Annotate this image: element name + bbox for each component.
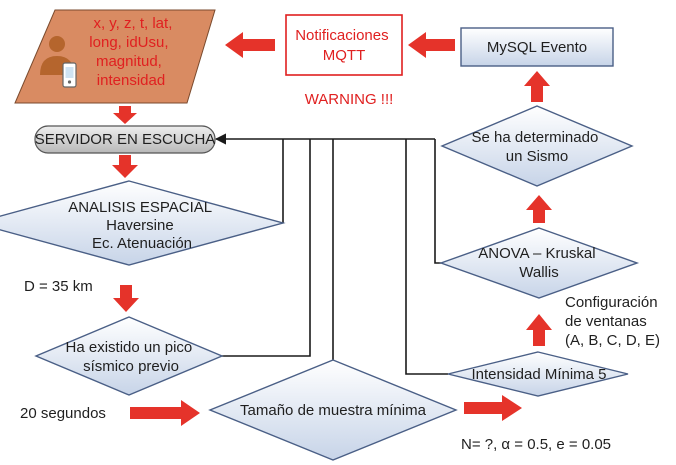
- peak-check-diamond: Ha existido un pico sísmico previo: [34, 316, 224, 396]
- distance-note: D = 35 km: [24, 278, 93, 295]
- mqtt-line-2: MQTT: [323, 47, 366, 64]
- peak-line-1: Ha existido un pico: [66, 339, 193, 356]
- spatial-line-1: ANALISIS ESPACIAL: [68, 199, 212, 216]
- peak-line-2: sísmico previo: [83, 358, 179, 375]
- earthquake-line-2: un Sismo: [506, 148, 569, 165]
- device-line-4: intensidad: [97, 72, 165, 89]
- device-line-3: magnitud,: [96, 53, 162, 70]
- warning-label: WARNING !!!: [305, 91, 394, 108]
- device-line-1: x, y, z, t, lat,: [93, 15, 172, 32]
- sample-size-label: Tamaño de muestra mínima: [240, 402, 427, 419]
- svg-text:ANALISIS ESPACIAL Havers: ANALISIS ESPACIAL Haversine Ec. Atenuaci…: [68, 199, 216, 252]
- svg-text:Se ha determinado un Sis: Se ha determinado un Sismo: [472, 129, 603, 165]
- arrow-up-intensity-to-anova: [526, 314, 552, 346]
- feedback-connectors: [214, 133, 448, 375]
- arrow-right-sample-to-intensity: [464, 395, 522, 421]
- anova-diamond: ANOVA – Kruskal Wallis: [438, 227, 640, 299]
- spatial-line-2: Haversine: [106, 217, 174, 234]
- arrow-down-server-to-spatial: [112, 155, 138, 178]
- device-line-2: long, idUsu,: [89, 34, 168, 51]
- anova-line-1: ANOVA – Kruskal: [478, 245, 595, 262]
- connector-anova: [434, 139, 441, 264]
- connector-peak: [222, 139, 311, 357]
- sample-params: N= ?, α = 0.5, e = 0.05: [461, 436, 611, 453]
- user-phone-icon: [40, 36, 77, 88]
- svg-text:ANOVA – Kruskal Wallis: ANOVA – Kruskal Wallis: [478, 245, 599, 281]
- svg-text:Notificaciones MQTT: Notificaciones MQTT: [295, 27, 393, 64]
- server-listening-node: SERVIDOR EN ESCUCHA: [34, 125, 216, 154]
- spatial-line-3: Ec. Atenuación: [92, 235, 192, 252]
- arrow-left-mqtt-to-device: [225, 32, 275, 58]
- flow-arrows: [112, 32, 552, 426]
- spatial-analysis-diamond: ANALISIS ESPACIAL Haversine Ec. Atenuaci…: [0, 180, 286, 266]
- svg-text:Ha existido un pico sísm: Ha existido un pico sísmico previo: [66, 339, 197, 375]
- window-line-3: (A, B, C, D, E): [565, 332, 660, 349]
- anova-line-2: Wallis: [519, 264, 558, 281]
- arrow-down-spatial-to-peak: [113, 285, 139, 312]
- arrow-up-anova-to-earthquake: [526, 195, 552, 223]
- arrow-down-device-to-server: [113, 106, 137, 124]
- time-note: 20 segundos: [20, 405, 106, 422]
- earthquake-line-1: Se ha determinado: [472, 129, 599, 146]
- mysql-event-label: MySQL Evento: [487, 39, 587, 56]
- device-data-block: x, y, z, t, lat, long, idUsu, magnitud, …: [14, 9, 216, 104]
- svg-text:Configuración de ventanas: Configuración de ventanas (A, B, C, D, E…: [565, 294, 662, 349]
- svg-text:x, y, z, t, lat, long, i: x, y, z, t, lat, long, idUsu, magnitud, …: [89, 15, 176, 89]
- window-line-1: Configuración: [565, 294, 658, 311]
- min-intensity-label: Intensidad Mínima 5: [471, 366, 606, 383]
- mqtt-notification-box: Notificaciones MQTT: [285, 14, 403, 76]
- mqtt-line-1: Notificaciones: [295, 27, 388, 44]
- arrow-left-mysql-to-mqtt: [408, 32, 455, 58]
- window-line-2: de ventanas: [565, 313, 647, 330]
- sample-size-diamond: Tamaño de muestra mínima: [208, 359, 458, 461]
- arrow-up-earthquake-to-mysql: [524, 71, 550, 102]
- mysql-event-box: MySQL Evento: [460, 27, 614, 67]
- earthquake-check-diamond: Se ha determinado un Sismo: [440, 105, 634, 187]
- min-intensity-diamond: Intensidad Mínima 5: [447, 351, 629, 397]
- arrow-right-peak-to-sample: [130, 400, 200, 426]
- connector-intensity: [405, 139, 448, 375]
- server-label: SERVIDOR EN ESCUCHA: [35, 131, 216, 148]
